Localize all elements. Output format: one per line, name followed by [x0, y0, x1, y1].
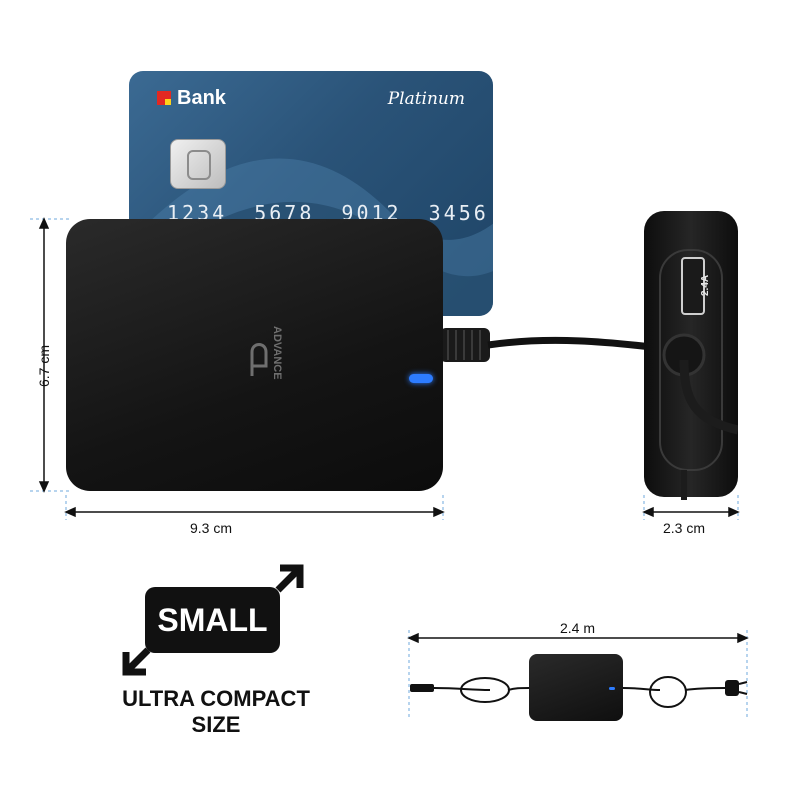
brand-text: ADVANCE	[271, 326, 283, 380]
charger-cable	[440, 328, 660, 362]
advance-logo: ADVANCE	[250, 326, 283, 380]
charger-front	[66, 219, 443, 491]
small-badge	[145, 587, 280, 653]
depth-label: 2.3 cm	[663, 520, 706, 536]
adapter-small	[529, 654, 623, 721]
adapter-small-led	[609, 687, 615, 690]
height-label: 6.7 cm	[36, 344, 53, 388]
card-chip-icon	[170, 139, 226, 189]
bank-logo-icon	[157, 91, 171, 105]
small-label: SMALL	[157, 602, 268, 638]
usb-port-icon	[681, 257, 705, 315]
adapter-with-cables	[410, 676, 748, 708]
width-label: 9.3 cm	[190, 520, 233, 536]
card-tier: Platinum	[387, 89, 465, 109]
status-led	[409, 374, 433, 383]
resize-arrows-icon	[122, 564, 304, 676]
bank-name: Bank	[157, 87, 226, 110]
cable-length-label: 2.4 m	[560, 620, 596, 636]
compact-caption: ULTRA COMPACT SIZE	[122, 686, 310, 737]
side-cable	[659, 249, 738, 500]
